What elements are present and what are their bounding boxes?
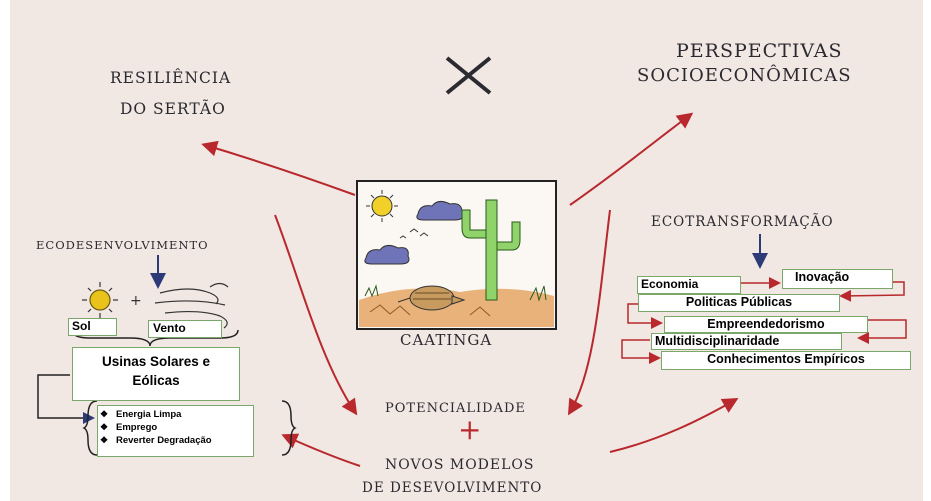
potencialidade-text: POTENCIALIDADE xyxy=(385,401,526,416)
ecotransformacao-heading: ECOTRANSFORMAÇÃO xyxy=(651,214,834,230)
list-item: ❖Reverter Degradação xyxy=(100,435,212,446)
arrow-to-right-column xyxy=(609,398,739,453)
novos-modelos-text: NOVOS MODELOS xyxy=(385,457,535,473)
inovacao-box: Inovação xyxy=(782,269,893,289)
sun-icon xyxy=(82,282,118,318)
multidisciplinaridade-box: Multidisciplinaridade xyxy=(651,333,842,350)
ecodesenvolvimento-heading: ECODESENVOLVIMENTO xyxy=(36,238,209,252)
title-perspectivas-line1: PERSPECTIVAS xyxy=(676,40,843,62)
caatinga-label: CAATINGA xyxy=(400,331,493,349)
usinas-box: Usinas Solares e Eólicas xyxy=(72,347,240,401)
arrow-left-to-potencialidade xyxy=(274,214,358,416)
usinas-line1: Usinas Solares e xyxy=(101,354,211,369)
arrow-to-resiliencia xyxy=(201,140,356,196)
title-resiliencia-line2: DO SERTÃO xyxy=(120,100,226,118)
conhecimentos-box: Conhecimentos Empíricos xyxy=(661,351,911,370)
plus-symbol: + xyxy=(458,413,483,446)
list-item: ❖Energia Limpa xyxy=(100,409,182,420)
usinas-line2: Eólicas xyxy=(132,373,180,388)
right-margin xyxy=(923,0,931,501)
vento-box: Vento xyxy=(148,320,222,338)
wind-icon xyxy=(154,282,229,329)
politicas-box: Politicas Públicas xyxy=(638,294,840,312)
arrow-right-to-potencialidade xyxy=(567,209,611,416)
title-resiliencia-line1: RESILIÊNCIA xyxy=(110,69,232,87)
benefits-box: ❖Energia Limpa ❖Emprego ❖Reverter Degrad… xyxy=(97,405,254,457)
arrow-to-perspectivas xyxy=(569,112,694,206)
desenvolvimento-text: DE DESEVOLVIMENTO xyxy=(362,480,543,496)
title-perspectivas-line2: SOCIOECONÔMICAS xyxy=(637,65,852,86)
arrow-to-bullets xyxy=(281,433,361,467)
economia-box: Economia xyxy=(637,276,741,294)
benefits-list: ❖Energia Limpa ❖Emprego ❖Reverter Degrad… xyxy=(98,408,253,447)
empreendedorismo-box: Empreendedorismo xyxy=(664,316,868,333)
svg-text:+: + xyxy=(130,293,142,309)
left-margin xyxy=(0,0,10,501)
sol-box: Sol xyxy=(68,318,117,336)
list-item: ❖Emprego xyxy=(100,422,158,433)
caatinga-illustration xyxy=(356,180,557,330)
